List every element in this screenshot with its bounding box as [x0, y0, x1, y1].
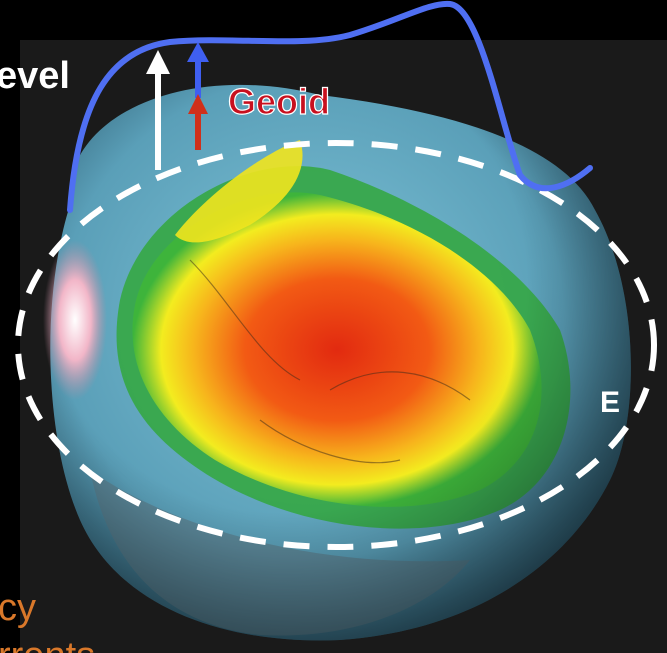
level-label: evel	[0, 55, 70, 97]
bottom-label-line2: rrents	[0, 635, 95, 653]
geoid-label: Geoid	[228, 81, 330, 122]
bottom-label-line1: cy	[0, 587, 36, 629]
ellipsoid-label: E	[600, 386, 620, 419]
geoid-anomaly-globe-icon	[43, 85, 631, 641]
globe-shading	[50, 85, 631, 641]
